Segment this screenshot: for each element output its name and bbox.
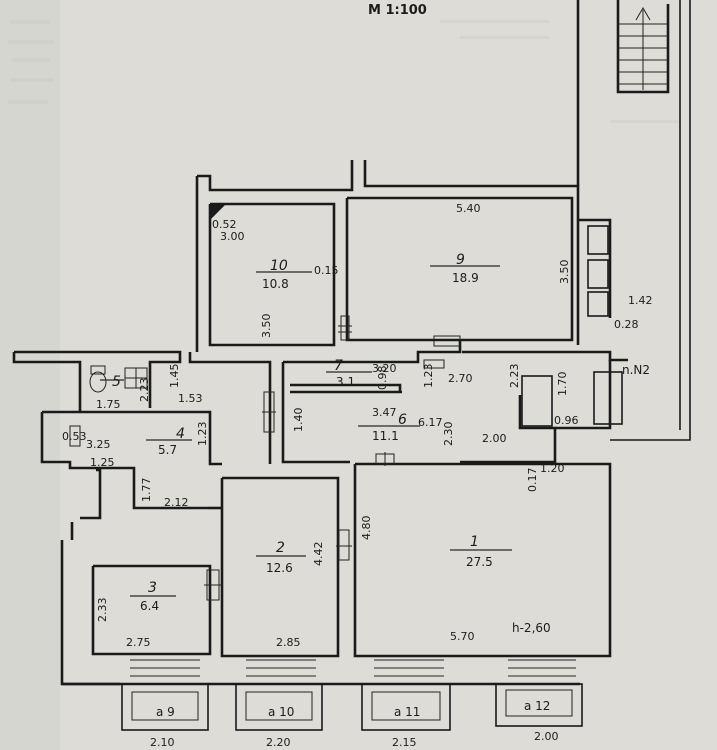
dim-233: 2.33 (96, 598, 109, 623)
room-7-number: 7 (334, 358, 343, 374)
dim-270: 2.70 (448, 372, 473, 385)
faint-bleed-text (8, 20, 680, 123)
dim-125: 1.25 (90, 456, 115, 469)
right-openings (521, 225, 623, 427)
room-5-number: 5 (112, 374, 121, 390)
dim-177: 1.77 (140, 478, 153, 503)
room-7-area: 3.1 (336, 375, 355, 389)
room-1-number: 1 (470, 534, 479, 550)
dim-300: 3.00 (220, 230, 245, 243)
room-9-area: 18.9 (452, 271, 479, 285)
room-6-area: 11.1 (372, 429, 399, 443)
dim-223b: 2.23 (508, 364, 521, 389)
room-9-number: 9 (456, 252, 465, 268)
dim-320: 3.20 (372, 362, 397, 375)
room-2-number: 2 (276, 540, 285, 556)
walls (12, 0, 691, 686)
room-3-area: 6.4 (140, 599, 159, 613)
room-10-area: 10.8 (262, 277, 289, 291)
dim-350a: 3.50 (260, 314, 273, 339)
room-2-area: 12.6 (266, 561, 293, 575)
dim-350b: 3.50 (558, 260, 571, 285)
room-1-area: 27.5 (466, 555, 493, 569)
dim-275: 2.75 (126, 636, 151, 649)
left-shadow (0, 0, 60, 750)
dim-210: 2.10 (150, 736, 175, 749)
dim-145: 1.45 (168, 364, 181, 389)
dim-223a: 2.23 (138, 378, 151, 403)
dim-028: 0.28 (614, 318, 639, 331)
dim-015: 0.15 (314, 264, 339, 277)
room-4-area: 5.7 (158, 443, 177, 457)
dim-200a: 2.00 (482, 432, 507, 445)
fraction-bars (100, 265, 512, 597)
dim-220: 2.20 (266, 736, 291, 749)
dim-098: 0.98 (376, 366, 389, 391)
dim-325: 3.25 (86, 438, 111, 451)
dim-212: 2.12 (164, 496, 189, 509)
dim-215: 2.15 (392, 736, 417, 749)
dim-153: 1.53 (178, 392, 203, 405)
ceiling-height-label: h-2,60 (512, 621, 551, 635)
room-10-number: 10 (270, 258, 288, 274)
dim-123a: 1.23 (422, 364, 435, 389)
scale-label: M 1:100 (368, 3, 427, 18)
room-6-number: 6 (398, 412, 407, 428)
room-4-number: 4 (176, 426, 185, 442)
stair (618, 7, 668, 90)
window-bays (121, 659, 583, 731)
dim-052: 0.52 (212, 218, 237, 231)
dim-142: 1.42 (628, 294, 653, 307)
dim-442: 4.42 (312, 542, 325, 567)
dim-170: 1.70 (556, 372, 569, 397)
window-label-a9: a 9 (156, 705, 175, 719)
dim-230: 2.30 (442, 422, 455, 447)
stair-label: n.N2 (622, 363, 650, 377)
room-3-number: 3 (148, 580, 157, 596)
dim-140: 1.40 (292, 408, 305, 433)
dim-347: 3.47 (372, 406, 397, 419)
dim-480: 4.80 (360, 516, 373, 541)
dim-570: 5.70 (450, 630, 475, 643)
dim-123b: 1.23 (196, 422, 209, 447)
dim-017: 0.17 (526, 468, 539, 493)
dim-285: 2.85 (276, 636, 301, 649)
wc-fixtures (69, 365, 148, 447)
dim-096: 0.96 (554, 414, 579, 427)
window-label-a11: a 11 (394, 705, 420, 719)
window-label-a10: a 10 (268, 705, 294, 719)
dim-175: 1.75 (96, 398, 121, 411)
dimension-labels: 3.00 0.52 0.15 3.50 5.40 3.50 1.42 0.28 … (62, 202, 653, 749)
window-sills (130, 659, 576, 677)
dim-120: 1.20 (540, 462, 565, 475)
window-label-a12: a 12 (524, 699, 550, 713)
dim-053: 0.53 (62, 430, 87, 443)
dim-617: 6.17 (418, 416, 443, 429)
dim-200b: 2.00 (534, 730, 559, 743)
door-symbols (204, 315, 461, 601)
corner-hatch (210, 204, 226, 220)
dim-540: 5.40 (456, 202, 481, 215)
